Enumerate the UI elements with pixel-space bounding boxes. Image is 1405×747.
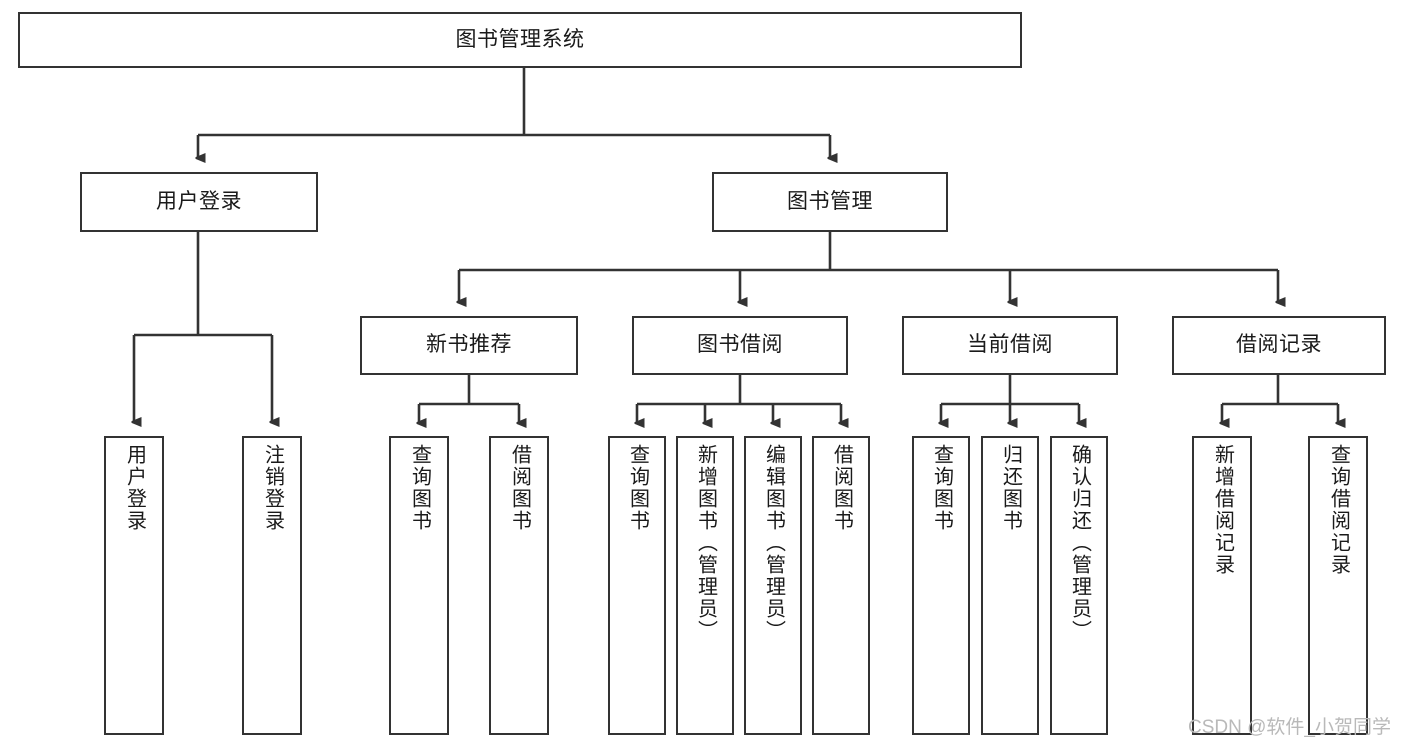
node-leaf-query-book-1-label: 查询图书	[408, 444, 431, 532]
node-leaf-edit-book[interactable]: 编辑图书（管理员）	[744, 436, 802, 735]
node-book-borrow-label: 图书借阅	[697, 333, 783, 357]
node-leaf-add-book-label: 新增图书（管理员）	[694, 444, 717, 642]
node-leaf-user-login[interactable]: 用户登录	[104, 436, 164, 735]
node-current-borrow-label: 当前借阅	[967, 333, 1053, 357]
node-leaf-query-record[interactable]: 查询借阅记录	[1308, 436, 1368, 735]
node-new-book-recommend-label: 新书推荐	[426, 333, 512, 357]
node-book-management-label: 图书管理	[787, 189, 873, 213]
node-leaf-user-logout[interactable]: 注销登录	[242, 436, 302, 735]
node-leaf-query-record-label: 查询借阅记录	[1327, 444, 1350, 576]
node-root-label: 图书管理系统	[455, 27, 585, 51]
node-leaf-return-book[interactable]: 归还图书	[981, 436, 1039, 735]
node-book-management[interactable]: 图书管理	[712, 172, 948, 232]
node-leaf-borrow-book-1[interactable]: 借阅图书	[489, 436, 549, 735]
node-leaf-borrow-book-2-label: 借阅图书	[830, 444, 853, 532]
node-leaf-return-book-label: 归还图书	[999, 444, 1022, 532]
node-new-book-recommend[interactable]: 新书推荐	[360, 316, 578, 375]
node-leaf-query-book-1[interactable]: 查询图书	[389, 436, 449, 735]
node-leaf-query-book-3-label: 查询图书	[930, 444, 953, 532]
node-user-login-label: 用户登录	[156, 189, 242, 213]
node-user-login[interactable]: 用户登录	[80, 172, 318, 232]
node-leaf-borrow-book-2[interactable]: 借阅图书	[812, 436, 870, 735]
node-root[interactable]: 图书管理系统	[18, 12, 1022, 68]
node-leaf-user-logout-label: 注销登录	[261, 444, 284, 532]
node-leaf-confirm-return[interactable]: 确认归还（管理员）	[1050, 436, 1108, 735]
node-leaf-query-book-2[interactable]: 查询图书	[608, 436, 666, 735]
node-current-borrow[interactable]: 当前借阅	[902, 316, 1118, 375]
node-borrow-record-label: 借阅记录	[1236, 333, 1322, 357]
node-leaf-add-record-label: 新增借阅记录	[1211, 444, 1234, 576]
node-leaf-edit-book-label: 编辑图书（管理员）	[762, 444, 785, 642]
node-leaf-query-book-3[interactable]: 查询图书	[912, 436, 970, 735]
node-leaf-add-book[interactable]: 新增图书（管理员）	[676, 436, 734, 735]
node-leaf-borrow-book-1-label: 借阅图书	[508, 444, 531, 532]
node-leaf-add-record[interactable]: 新增借阅记录	[1192, 436, 1252, 735]
node-borrow-record[interactable]: 借阅记录	[1172, 316, 1386, 375]
node-leaf-query-book-2-label: 查询图书	[626, 444, 649, 532]
node-leaf-user-login-label: 用户登录	[123, 444, 146, 532]
node-leaf-confirm-return-label: 确认归还（管理员）	[1068, 444, 1091, 642]
csdn-watermark: CSDN @软件_小贺同学	[1188, 717, 1391, 738]
node-book-borrow[interactable]: 图书借阅	[632, 316, 848, 375]
